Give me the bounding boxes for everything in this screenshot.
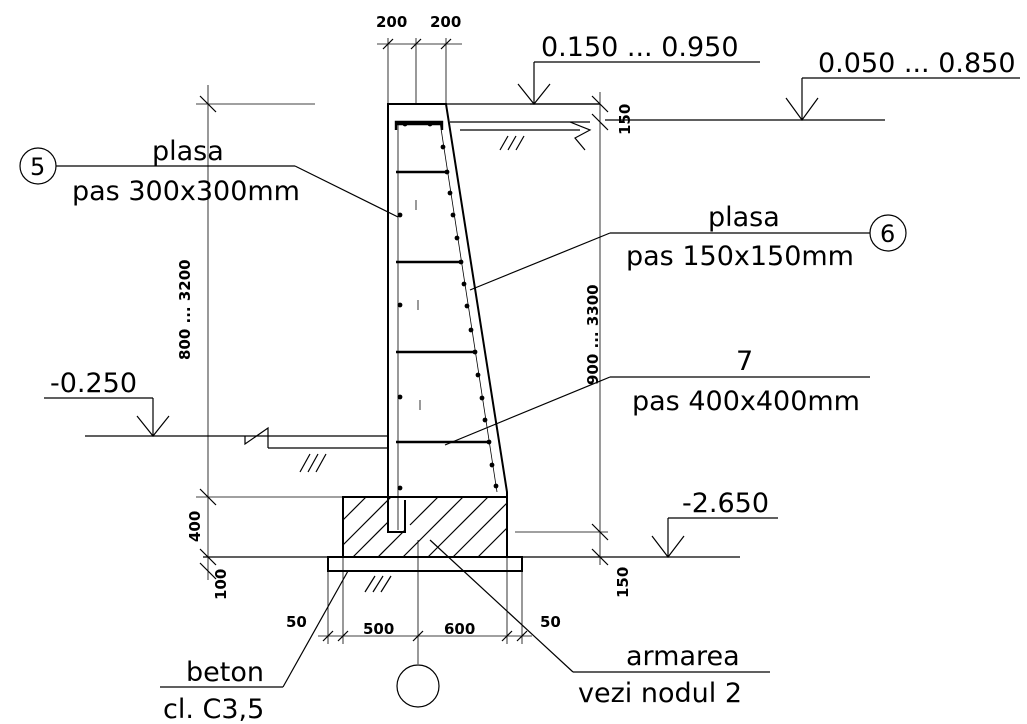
dim-base-600: 600 bbox=[444, 620, 475, 638]
footing-hatch bbox=[342, 496, 508, 558]
callout-beton: beton cl. C3,5 bbox=[160, 570, 349, 724]
level-ground-label: -0.250 bbox=[50, 368, 137, 399]
back-bars bbox=[440, 144, 499, 489]
callout-6-number: 6 bbox=[880, 220, 895, 248]
level-foundation: -2.650 bbox=[651, 488, 778, 558]
callout-5-line1: plasa bbox=[152, 136, 224, 167]
dim-footing-400: 400 bbox=[186, 511, 204, 542]
callout-armarea-line1: armarea bbox=[626, 641, 740, 672]
dim-top-200-left: 200 bbox=[376, 13, 407, 31]
callout-5-line2: pas 300x300mm bbox=[72, 176, 300, 207]
callout-7-number: 7 bbox=[736, 346, 753, 377]
top-dimension: 200 200 bbox=[376, 13, 462, 104]
callout-5: 5 plasa pas 300x300mm bbox=[19, 136, 399, 218]
level-top-left: 0.150 ... 0.950 bbox=[517, 32, 760, 105]
callout-beton-line2: cl. C3,5 bbox=[163, 694, 264, 724]
level-foundation-label: -2.650 bbox=[682, 488, 769, 519]
callout-6-line1: plasa bbox=[708, 202, 780, 233]
right-dimension: 150 900 ... 3300 150 bbox=[515, 92, 634, 598]
dim-offset-right: 50 bbox=[540, 613, 561, 631]
callout-7-line2: pas 400x400mm bbox=[632, 386, 860, 417]
callout-armarea-line2: vezi nodul 2 bbox=[578, 678, 742, 709]
callout-7: 7 pas 400x400mm bbox=[444, 346, 870, 446]
left-dimension: 800 ... 3200 400 100 bbox=[176, 85, 343, 600]
soil-lines bbox=[85, 103, 740, 593]
footing bbox=[327, 496, 523, 572]
level-top-right-label: 0.050 ... 0.850 bbox=[818, 48, 1016, 79]
level-top-right: 0.050 ... 0.850 bbox=[605, 48, 1020, 122]
dim-wall-height-right: 900 ... 3300 bbox=[584, 284, 602, 385]
level-ground: -0.250 bbox=[44, 368, 170, 437]
dim-blinding-150: 150 bbox=[614, 567, 632, 598]
callout-6-line2: pas 150x150mm bbox=[626, 241, 854, 272]
bottom-dimension: 50 500 600 50 bbox=[286, 540, 561, 708]
dim-base-500: 500 bbox=[363, 620, 394, 638]
dim-wall-height-left: 800 ... 3200 bbox=[176, 259, 194, 360]
callout-beton-line1: beton bbox=[186, 657, 264, 688]
node-reference-circle bbox=[396, 664, 440, 708]
dim-cap-150: 150 bbox=[616, 104, 634, 135]
front-bars bbox=[397, 121, 433, 491]
dim-blinding-100: 100 bbox=[212, 569, 230, 600]
callout-5-number: 5 bbox=[30, 153, 45, 181]
callout-6: 6 plasa pas 150x150mm bbox=[469, 202, 907, 291]
dim-top-200-right: 200 bbox=[430, 13, 461, 31]
callout-armarea: armarea vezi nodul 2 bbox=[429, 539, 770, 709]
level-top-left-label: 0.150 ... 0.950 bbox=[541, 32, 739, 63]
wall-stem bbox=[387, 103, 508, 533]
dim-offset-left: 50 bbox=[286, 613, 307, 631]
